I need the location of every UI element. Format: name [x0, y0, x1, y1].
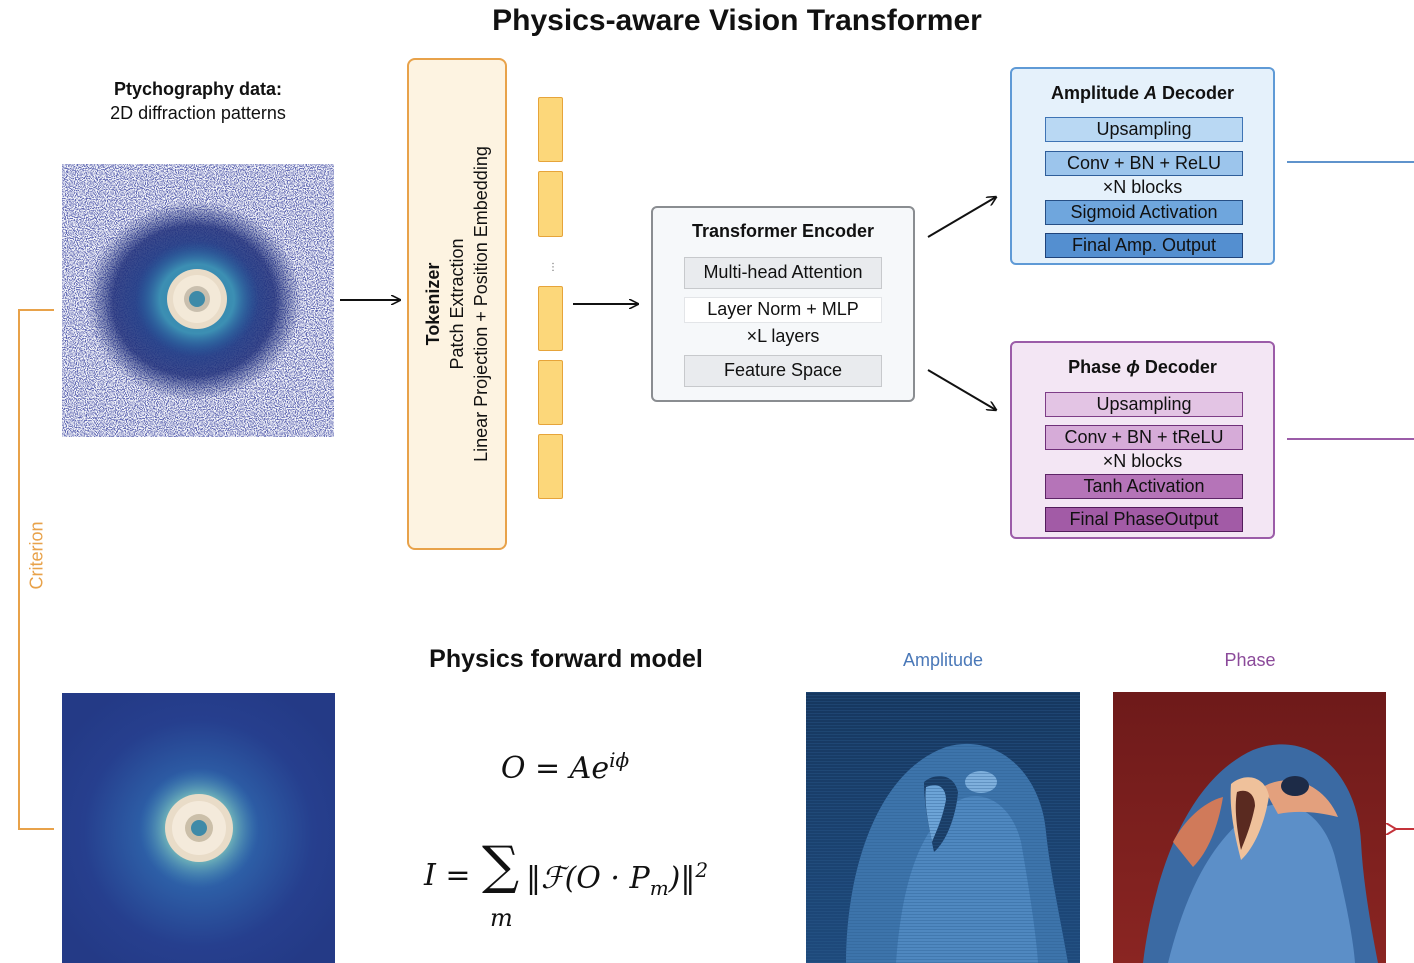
phase-upsampling: Upsampling	[1045, 392, 1243, 417]
amp-blocks: ×N blocks	[1102, 177, 1183, 197]
amp-conv-block: Conv + BN + ReLU	[1045, 151, 1243, 176]
encoder-attention: Multi-head Attention	[684, 257, 882, 289]
diffraction-pattern-image	[62, 164, 334, 437]
forward-model-title: Physics forward model	[429, 645, 703, 673]
input-heading: Ptychography data:	[113, 79, 283, 99]
phase-conv-block: Conv + BN + tReLU	[1045, 425, 1243, 450]
criterion-bracket	[18, 309, 54, 830]
token	[538, 360, 563, 425]
encoder-feature-space: Feature Space	[684, 355, 882, 387]
amplitude-decoder-title: Amplitude A Decoder	[1050, 83, 1235, 103]
encoder-title: Transformer Encoder	[691, 221, 875, 241]
equation-sum-index: m	[490, 904, 513, 932]
amp-output: Final Amp. Output	[1045, 233, 1243, 258]
diffraction-pattern-graphic	[62, 164, 334, 437]
token	[538, 171, 563, 237]
encoder-layers: ×L layers	[746, 326, 820, 346]
token-ellipsis: ⋮	[548, 262, 558, 273]
token	[538, 97, 563, 162]
transformer-encoder: Transformer Encoder Multi-head Attention…	[651, 206, 915, 402]
arrow-encoder-to-amp	[927, 197, 996, 238]
amplitude-label: Amplitude	[902, 650, 984, 670]
amp-upsampling: Upsampling	[1045, 117, 1243, 142]
token	[538, 434, 563, 499]
encoder-norm-mlp: Layer Norm + MLP	[684, 297, 882, 323]
phase-output: Final PhaseOutput	[1045, 507, 1243, 532]
token	[538, 286, 563, 351]
arrow-encoder-to-phase	[927, 369, 996, 410]
input-caption: Ptychography data: 2D diffraction patter…	[60, 77, 336, 125]
phase-decoder-title: Phase ϕ Decoder	[1068, 357, 1217, 377]
phase-activation: Tanh Activation	[1045, 474, 1243, 499]
page-title: Physics-aware Vision Transformer	[492, 4, 982, 37]
predicted-diffraction-graphic	[62, 693, 335, 963]
equation-object: O = Aeiϕ	[500, 748, 630, 786]
phase-image	[1113, 692, 1386, 963]
amplitude-eagle-graphic	[806, 692, 1080, 963]
phase-label: Phase	[1224, 650, 1276, 670]
input-subheading: 2D diffraction patterns	[110, 103, 286, 123]
phase-decoder: Phase ϕ Decoder Upsampling Conv + BN + t…	[1010, 341, 1275, 539]
amp-activation: Sigmoid Activation	[1045, 200, 1243, 225]
equation-intensity-body: ‖ℱ(O · Pm)‖2	[526, 858, 709, 900]
predicted-diffraction-image	[62, 693, 335, 963]
amplitude-decoder: Amplitude A Decoder Upsampling Conv + BN…	[1010, 67, 1275, 265]
tokenizer-block: Tokenizer Patch Extraction Linear Projec…	[407, 58, 507, 550]
equation-sum-symbol: ∑	[482, 836, 520, 896]
equation-intensity-lhs: I =	[424, 858, 471, 893]
phase-blocks: ×N blocks	[1102, 451, 1183, 471]
phase-eagle-graphic	[1113, 692, 1386, 963]
amplitude-image	[806, 692, 1080, 963]
